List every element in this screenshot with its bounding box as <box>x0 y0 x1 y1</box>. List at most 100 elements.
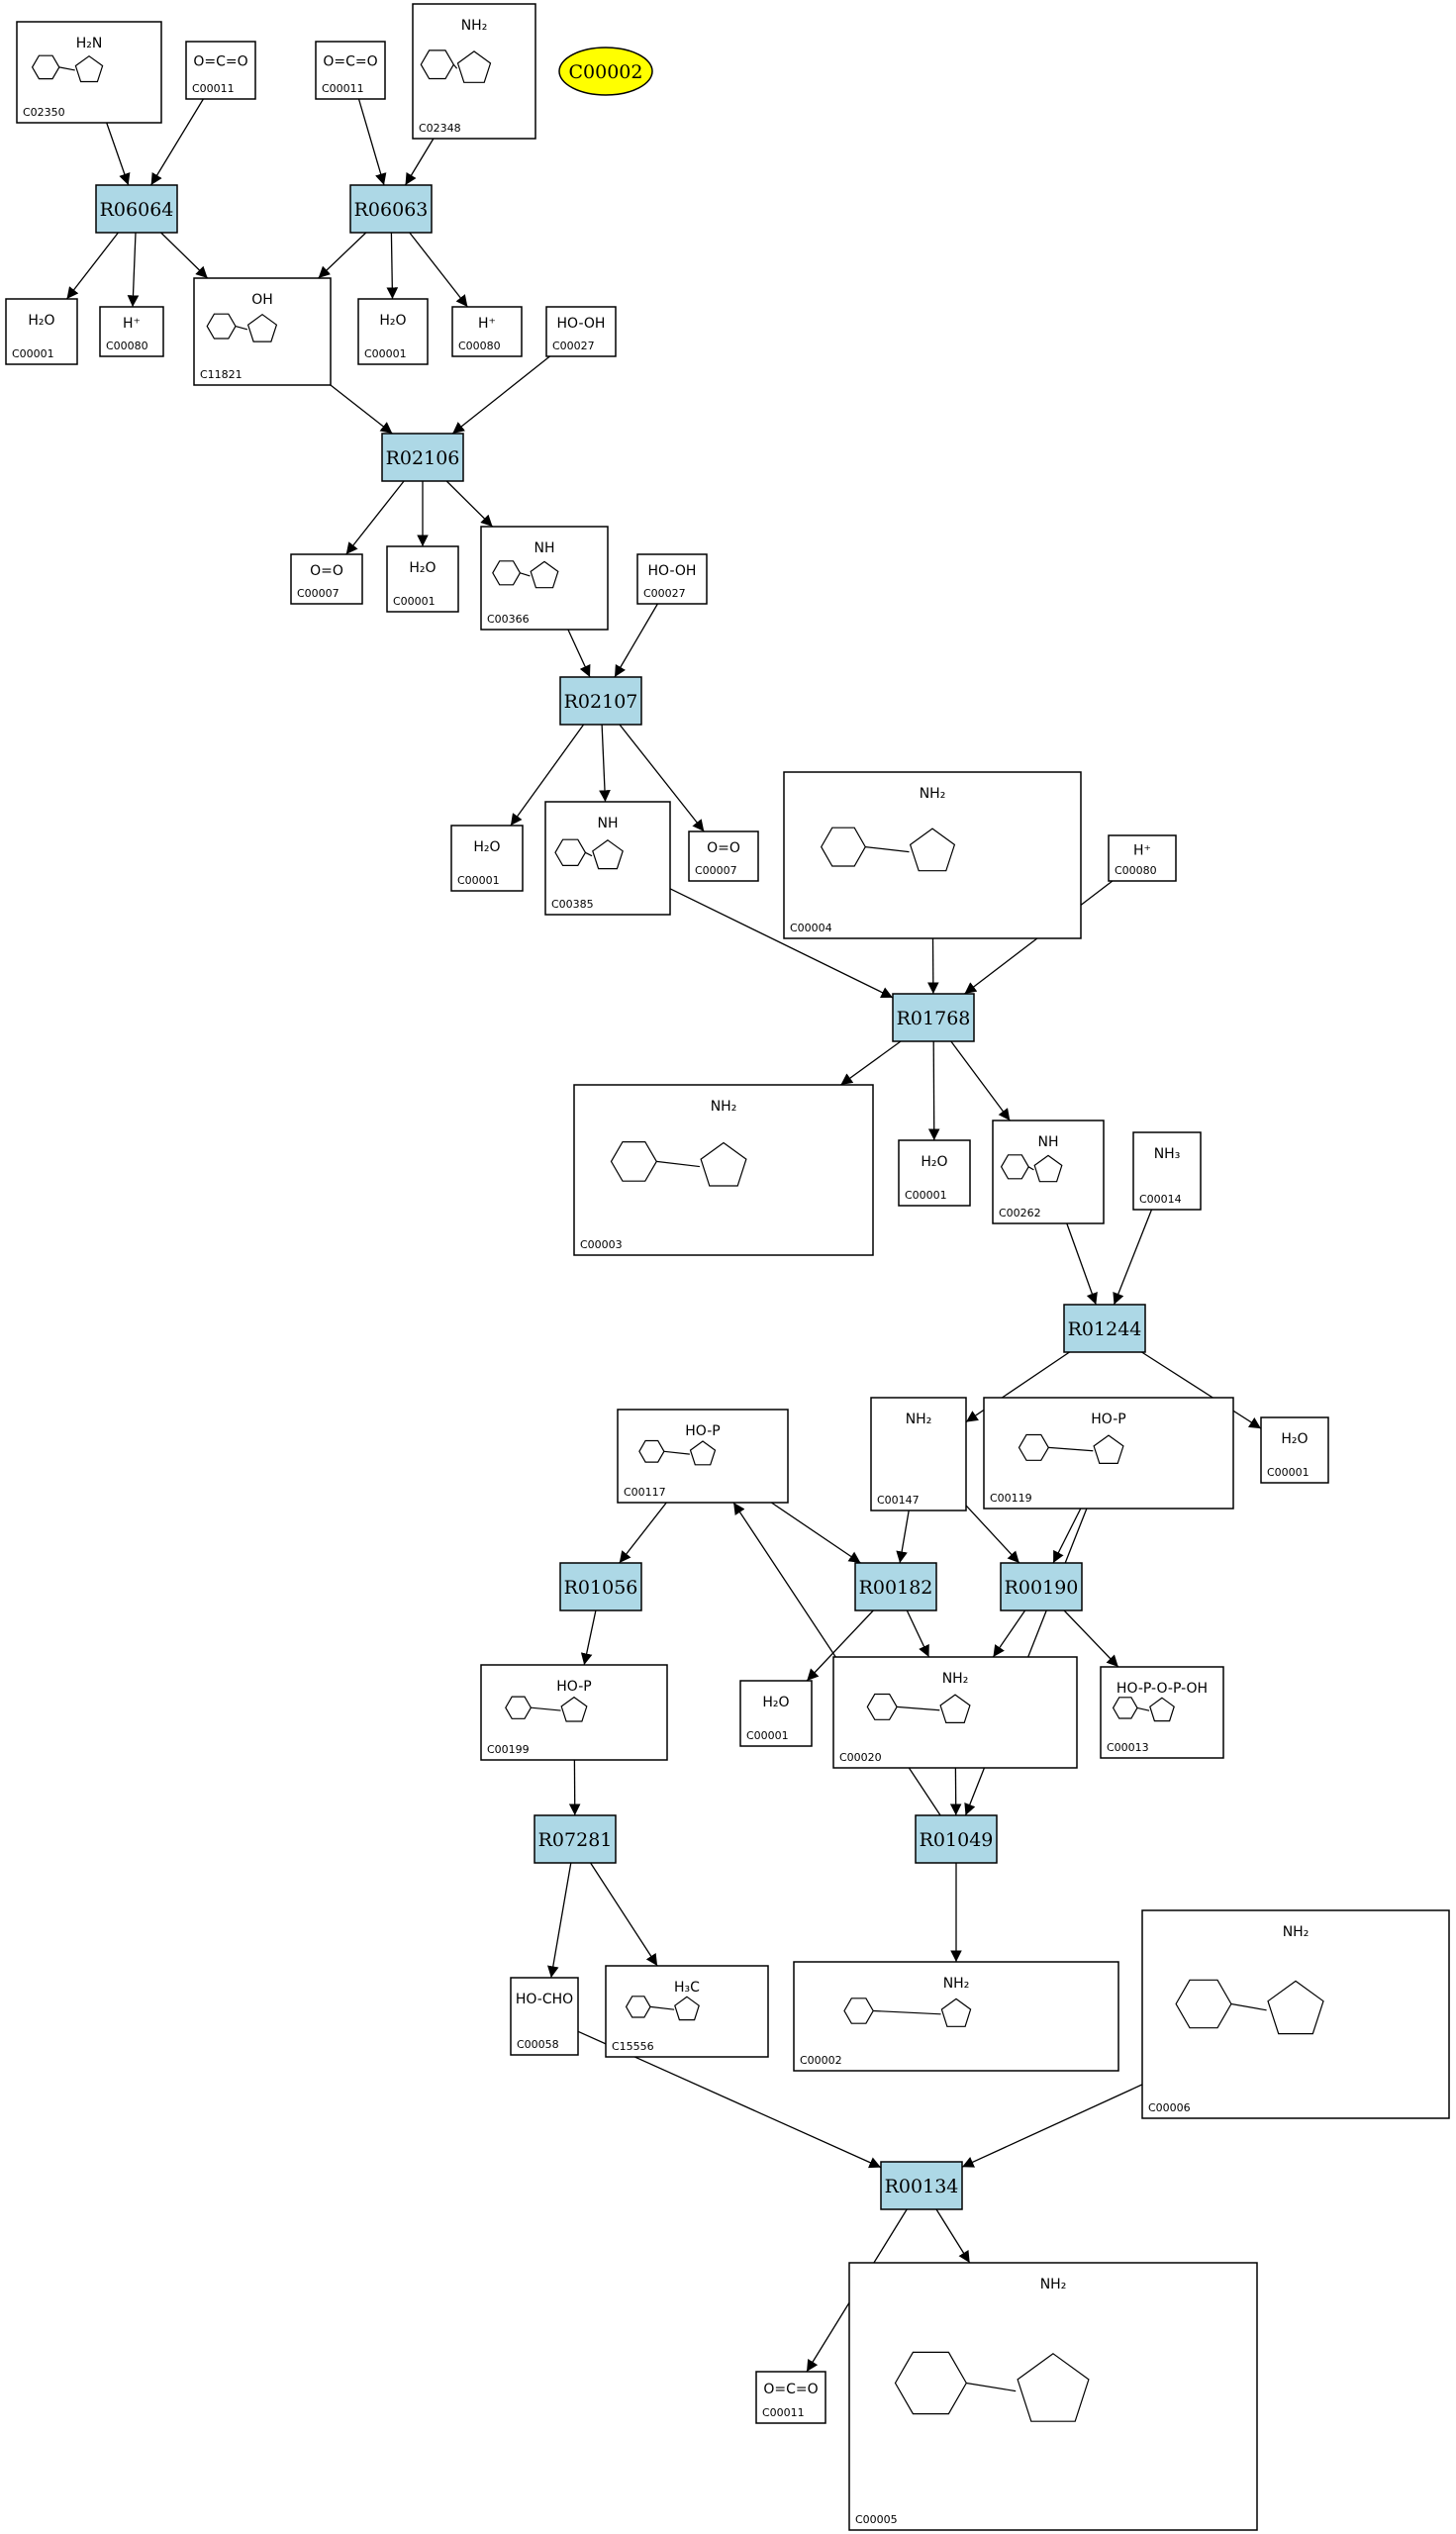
compound-id-label: C00199 <box>487 1743 530 1756</box>
target-compound-marker[interactable]: C00002 <box>558 47 653 96</box>
reaction-r00134[interactable]: R00134 <box>880 2161 963 2210</box>
compound-formula: NH₂ <box>461 18 488 34</box>
compound-formula: NH₂ <box>943 1976 970 1992</box>
reaction-r06063[interactable]: R06063 <box>349 184 433 234</box>
compound-c00080-5[interactable]: H⁺C00080 <box>99 306 164 357</box>
structure-sketch-icon <box>1175 1979 1324 2035</box>
edge-r06064-to-c00080-5 <box>127 232 140 308</box>
compound-id-label: C00080 <box>458 340 501 352</box>
compound-box <box>5 298 78 365</box>
compound-formula: H₂O <box>409 560 436 576</box>
nodes-layer: H₂NC02350O=C=OC00011O=C=OC00011NH₂C02348… <box>5 3 1450 2531</box>
reaction-label: R01056 <box>564 1577 638 1599</box>
compound-formula: HO-CHO <box>516 1992 573 2007</box>
reaction-r01768[interactable]: R01768 <box>892 993 975 1042</box>
compound-id-label: C00011 <box>762 2406 805 2419</box>
compound-id-label: C00003 <box>580 1238 623 1251</box>
compound-id-label: C00004 <box>790 922 832 934</box>
reaction-r01056[interactable]: R01056 <box>559 1562 642 1611</box>
compound-box <box>510 1977 579 2056</box>
edge-r06063-to-c00080-9 <box>409 232 468 308</box>
reaction-r07281[interactable]: R07281 <box>534 1814 617 1864</box>
reaction-r01244[interactable]: R01244 <box>1063 1304 1146 1353</box>
reaction-label: R02107 <box>564 691 638 713</box>
compound-id-label: C00117 <box>624 1486 666 1499</box>
compound-c00117-23[interactable]: HO-P C00117 <box>617 1409 789 1504</box>
compound-formula: HO-OH <box>557 316 606 332</box>
edge-c00011-to-r06063-2 <box>357 98 387 186</box>
reaction-label: R06064 <box>100 199 174 221</box>
compound-id-label: C00366 <box>487 613 530 626</box>
edge-c11821-to-r02106-10 <box>330 384 393 435</box>
compound-id-label: C00007 <box>695 864 737 877</box>
structure-sketch-icon <box>821 827 956 872</box>
reaction-box <box>381 433 464 482</box>
compound-id-label: C00020 <box>839 1751 882 1764</box>
compound-box <box>193 277 332 386</box>
compound-id-label: C00080 <box>106 340 148 352</box>
compound-formula: NH <box>598 816 619 831</box>
structure-sketch-icon <box>1112 1697 1175 1722</box>
reaction-box <box>95 184 178 234</box>
reaction-box <box>1063 1304 1146 1353</box>
reaction-r01049[interactable]: R01049 <box>915 1814 998 1864</box>
reaction-box <box>915 1814 998 1864</box>
compound-formula: NH₃ <box>1154 1146 1181 1162</box>
reaction-r02106[interactable]: R02106 <box>381 433 464 482</box>
compound-formula: O=C=O <box>323 53 377 69</box>
compound-c00080-8[interactable]: H⁺C00080 <box>451 306 523 357</box>
compound-formula: NH₂ <box>1283 1924 1310 1940</box>
edge-c00006-to-r00134-48 <box>961 2084 1143 2168</box>
structure-sketch-icon <box>492 560 559 589</box>
compound-id-label: C15556 <box>612 2040 654 2053</box>
edge-r00190-to-c00020-38 <box>992 1609 1026 1658</box>
edge-c00117-to-r00182-31 <box>771 1502 861 1564</box>
reaction-r02107[interactable]: R02107 <box>559 676 642 726</box>
compound-id-label: C00001 <box>364 347 407 360</box>
compound-formula: OH <box>251 292 273 308</box>
compound-box <box>16 21 162 124</box>
reaction-r00190[interactable]: R00190 <box>1000 1562 1083 1611</box>
compound-c00080-18[interactable]: H⁺C00080 <box>1108 834 1177 882</box>
reaction-r00182[interactable]: R00182 <box>854 1562 937 1611</box>
compound-box <box>832 1656 1078 1769</box>
compound-formula: HO-P <box>685 1423 720 1439</box>
compound-formula: H₂O <box>473 839 500 855</box>
reaction-r06064[interactable]: R06064 <box>95 184 178 234</box>
compound-formula: H₂N <box>76 36 103 51</box>
compound-box <box>983 1397 1234 1510</box>
